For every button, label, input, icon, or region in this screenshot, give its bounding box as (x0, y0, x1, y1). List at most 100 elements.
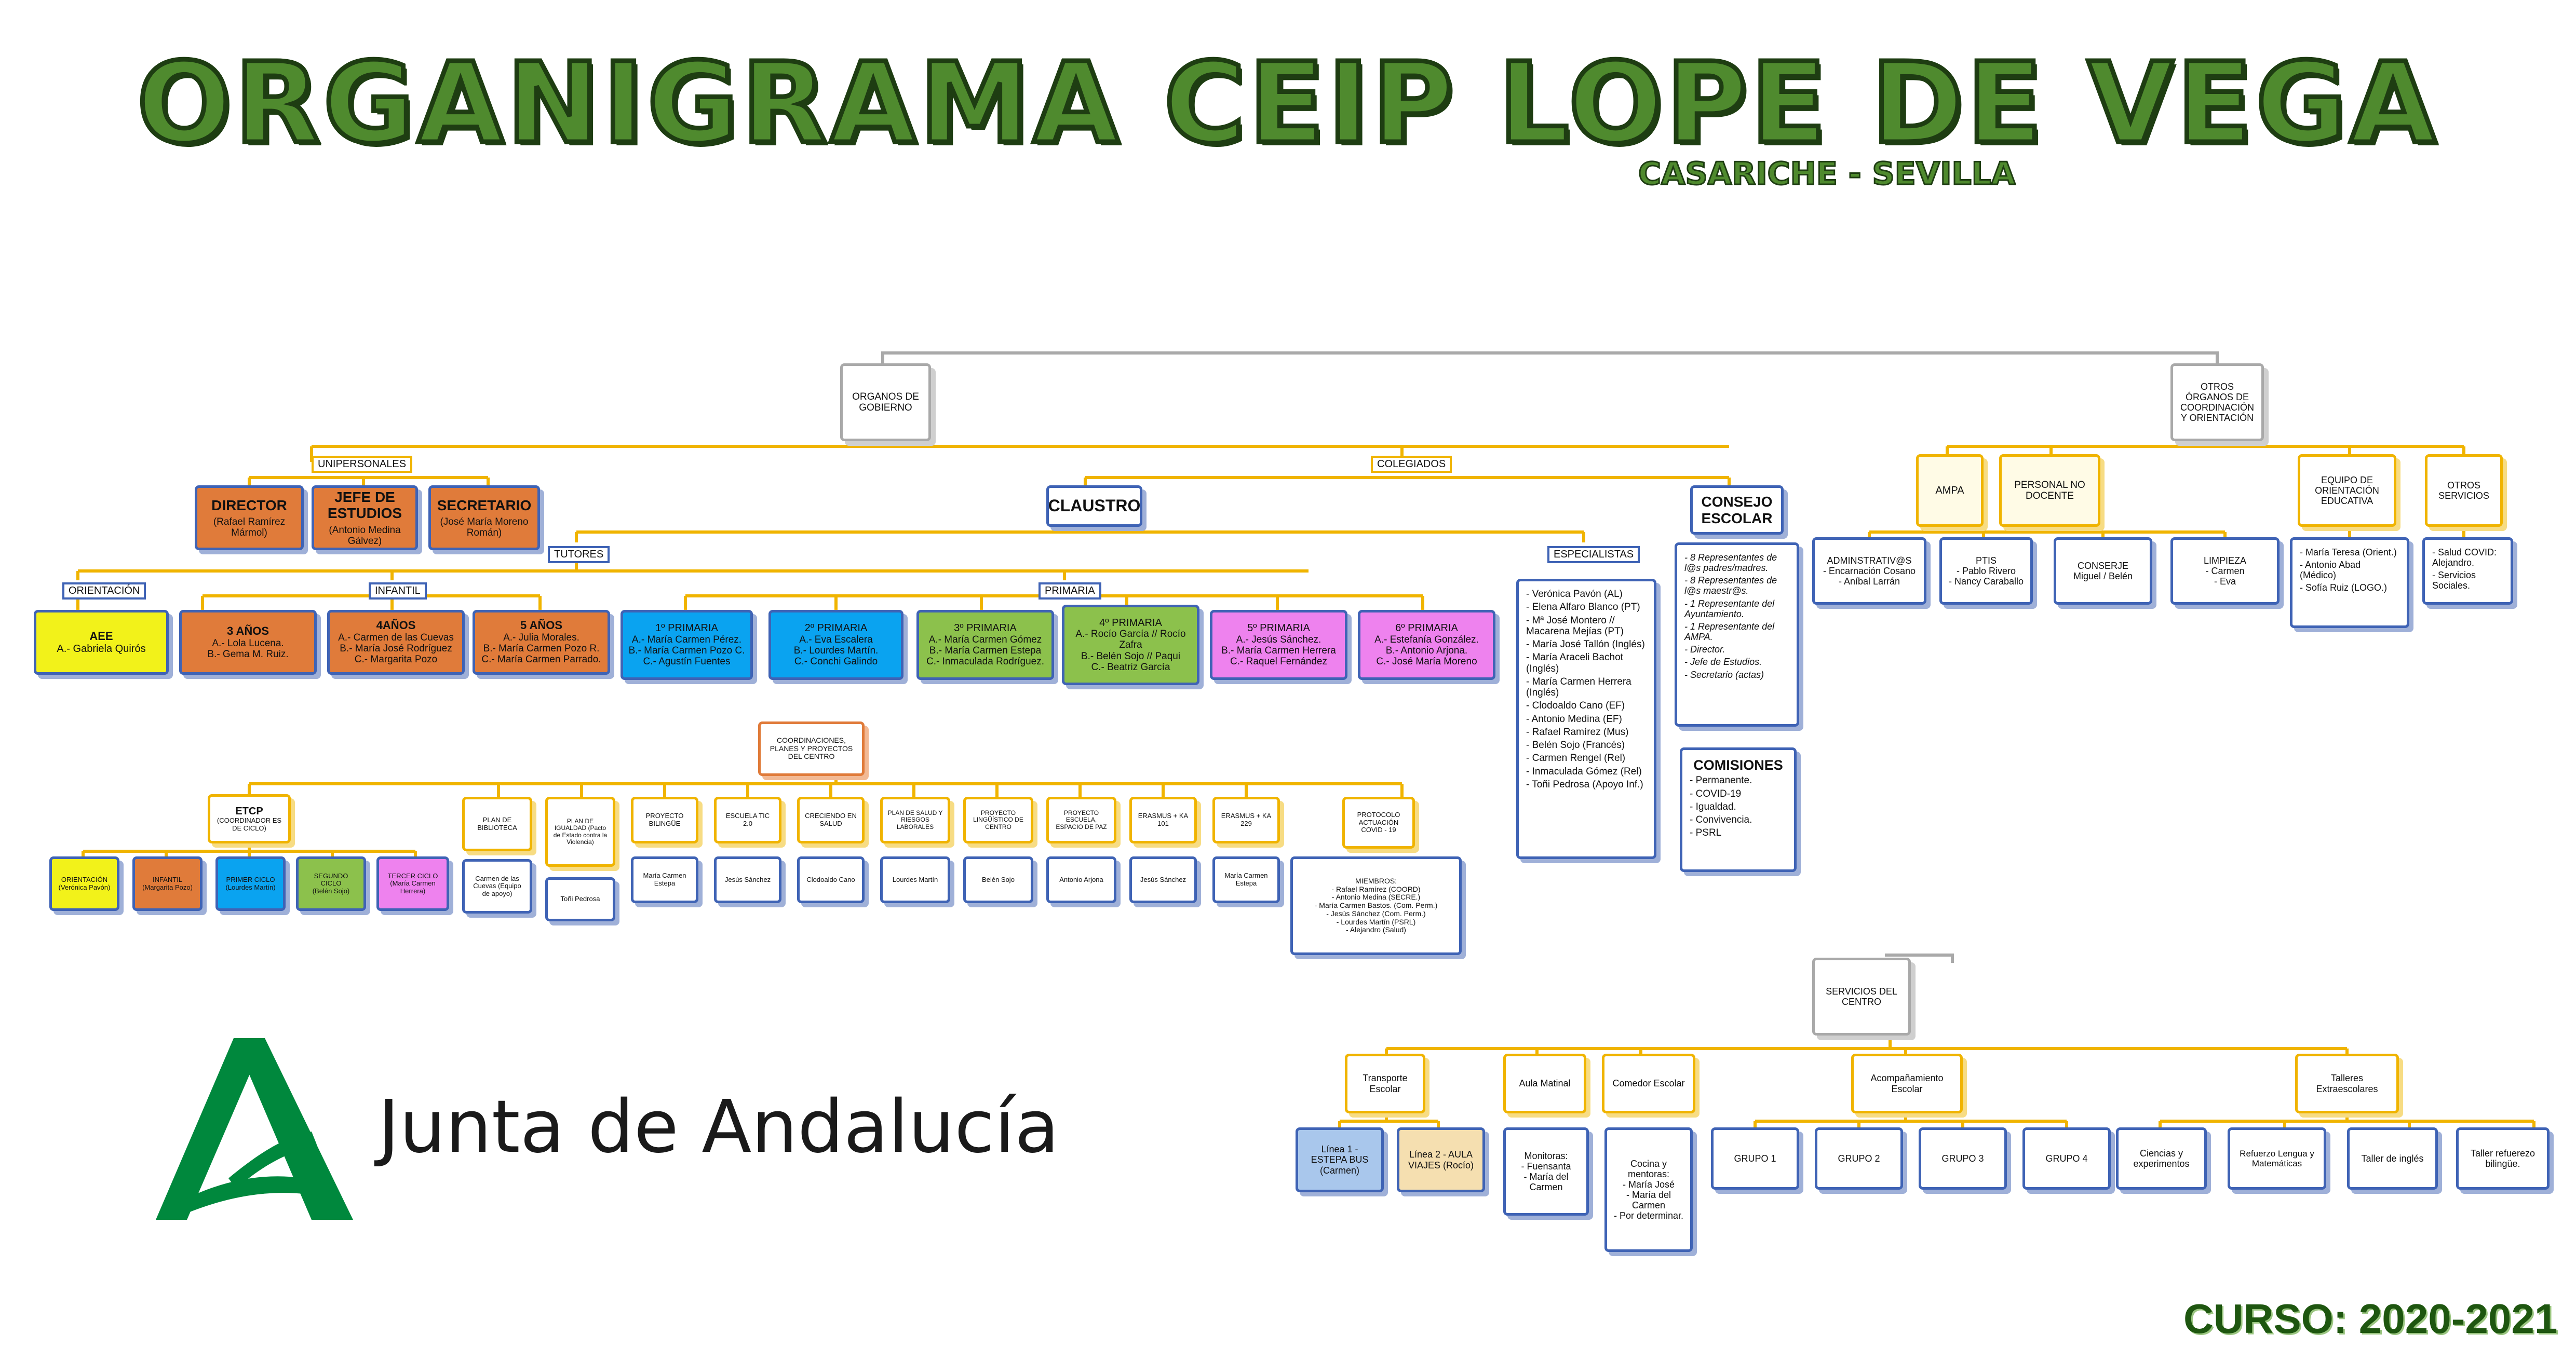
comisiones-item: - Igualdad. (1690, 801, 1736, 812)
ciclo-name: (María Carmen Herrera) (390, 879, 436, 895)
secretario-node: SECRETARIO (José María Moreno Román) (428, 485, 540, 550)
aee-node: AEE A.- Gabriela Quirós (34, 610, 169, 675)
eoe-line: - Antonio Abad (Médico) (2300, 560, 2361, 581)
plan-erasmus-101-node: ERASMUS + KA 101 (1129, 797, 1197, 843)
plan-person: María Carmen Estepa (643, 872, 686, 887)
especialista-item: - Toñi Pedrosa (Apoyo Inf.) (1526, 779, 1643, 790)
acompanamiento-node: Acompañamiento Escolar (1851, 1054, 1963, 1113)
taller-label: Taller refuerezo bilingüe. (2470, 1148, 2535, 1169)
pnd-child-title: LIMPIEZA (2203, 555, 2247, 566)
label-primaria: PRIMARIA (1039, 582, 1101, 600)
especialista-item: - Belén Sojo (Francés) (1526, 740, 1625, 751)
plan-riesgos-person: Lourdes Martín (880, 856, 950, 903)
label-unipersonales: UNIPERSONALES (312, 456, 413, 473)
primaria-title: 1º PRIMARIA (655, 622, 718, 634)
covid-member: - Jesús Sánchez (Com. Perm.) (1326, 909, 1426, 918)
eoe-line: - María Teresa (Orient.) (2300, 547, 2397, 557)
aula-line: Monitoras: (1524, 1150, 1568, 1161)
consejo-escolar-node: CONSEJO ESCOLAR (1690, 485, 1784, 535)
etcp-sub: (COORDINADOR ES DE CICLO) (217, 816, 282, 832)
grupo-2-node: GRUPO 2 (1815, 1127, 1903, 1190)
ciclo-name: (Verónica Pavón) (58, 883, 111, 891)
director-node: DIRECTOR (Rafael Ramírez Mármol) (195, 485, 304, 550)
covid-member: - Antonio Medina (SECRE.) (1331, 893, 1421, 902)
coordinaciones-title: COORDINACIONES, PLANES Y PROYECTOS DEL C… (770, 736, 853, 761)
etcp-node: ETCP (COORDINADOR ES DE CICLO) (208, 794, 291, 843)
consejo-item: - Secretario (actas) (1684, 669, 1764, 680)
primaria-title: 3º PRIMARIA (954, 622, 1017, 634)
aee-title: AEE (89, 629, 113, 643)
aula-line: - María del Carmen (1523, 1172, 1569, 1193)
ciclo-tercer-node: TERCER CICLO (María Carmen Herrera) (376, 856, 449, 911)
primaria-3-node: 3º PRIMARIA A.- María Carmen Gómez B.- M… (916, 610, 1054, 680)
pnd-child-line: - Encarnación Cosano (1823, 565, 1916, 576)
servicios-node: SERVICIOS DEL CENTRO (1812, 958, 1911, 1036)
plan-erasmus-229-person: María Carmen Estepa (1212, 856, 1280, 903)
especialista-item: - Mª José Montero // Macarena Mejías (PT… (1526, 615, 1624, 637)
grupo-1-node: GRUPO 1 (1711, 1127, 1799, 1190)
primaria-1-node: 1º PRIMARIA A.- María Carmen Pérez. B.- … (621, 610, 753, 680)
aula-matinal-node: Aula Matinal (1503, 1054, 1586, 1113)
infantil-5-node: 5 AÑOS A.- Julia Morales. B.- María Carm… (473, 610, 610, 675)
ciclo-infantil-node: INFANTIL (Margarita Pozo) (132, 856, 203, 911)
ciclo-title: PRIMER CICLO (226, 875, 275, 883)
plan-biblioteca-person: Carmen de las Cuevas (Equipo de apoyo) (462, 859, 532, 914)
infantil-line: B.- María Carmen Pozo R. (483, 643, 600, 655)
especialista-item: - Rafael Ramírez (Mus) (1526, 726, 1629, 738)
jefe-estudios-title: JEFE DE ESTUDIOS (327, 488, 402, 522)
junta-de-andalucia-logo-icon (156, 1038, 353, 1220)
pnd-child-line: - Carmen (2205, 565, 2245, 576)
consejo-item: - 8 Representantes de l@s maestr@s. (1684, 575, 1777, 596)
covid-member: - Alejandro (Salud) (1346, 925, 1406, 934)
personal-no-docente-node: PERSONAL NO DOCENTE (1999, 454, 2100, 527)
primaria-line: C.- Inmaculada Rodríguez. (926, 656, 1045, 668)
eoe-label: EQUIPO DE ORIENTACIÓN EDUCATIVA (2315, 474, 2379, 507)
especialista-item: - Elena Alfaro Blanco (PT) (1526, 602, 1640, 613)
plan-tic-person: Jesús Sánchez (714, 856, 781, 903)
primaria-4-node: 4º PRIMARIA A.- Rocío García // Rocío Za… (1062, 605, 1199, 685)
label-infantil: INFANTIL (369, 582, 427, 600)
director-name: (Rafael Ramírez Mármol) (213, 516, 286, 539)
secretario-name: (José María Moreno Román) (440, 516, 529, 539)
comedor-line: - María del Carmen (1626, 1190, 1671, 1211)
pnd-child-line: - Aníbal Larrán (1838, 576, 1900, 587)
plan-paz-person: Antonio Arjona (1046, 856, 1116, 903)
label-tutores: TUTORES (548, 546, 610, 563)
primaria-line: B.- Antonio Arjona. (1385, 645, 1468, 657)
primaria-title: 2º PRIMARIA (804, 622, 868, 634)
ciclo-name: (Lourdes Martín) (225, 883, 276, 891)
acompanamiento-label: Acompañamiento Escolar (1870, 1073, 1944, 1094)
comedor-line: Cocina y mentoras: (1627, 1158, 1670, 1179)
plan-title: PLAN DE SALUD Y RIESGOS LABORALES (887, 809, 943, 830)
plan-linguistico-person: Belén Sojo (963, 856, 1033, 903)
label-orientacion: ORIENTACIÓN (62, 582, 146, 600)
label-colegiados: COLEGIADOS (1371, 456, 1452, 473)
ptis-node: PTIS - Pablo Rivero - Nancy Caraballo (1939, 537, 2033, 605)
comisiones-item: - Convivencia. (1690, 814, 1752, 826)
consejo-item: - Director. (1684, 644, 1725, 655)
consejo-item: - 1 Representante del Ayuntamiento. (1684, 598, 1775, 619)
limpieza-node: LIMPIEZA - Carmen - Eva (2170, 537, 2280, 605)
consejo-escolar-title: CONSEJO ESCOLAR (1701, 494, 1773, 526)
pnd-child-line: - Eva (2214, 576, 2236, 587)
infantil-line: B.- María José Rodríguez (340, 643, 452, 655)
director-title: DIRECTOR (211, 497, 287, 513)
infantil-3-node: 3 AÑOS A.- Lola Lucena. B.- Gema M. Ruiz… (179, 610, 317, 675)
grupo-label: GRUPO 3 (1941, 1153, 1984, 1164)
pnd-child-title: CONSERJE (2077, 560, 2128, 571)
aula-matinal-label: Aula Matinal (1519, 1078, 1571, 1089)
primaria-6-node: 6º PRIMARIA A.- Estefanía González. B.- … (1358, 610, 1495, 680)
comisiones-title: COMISIONES (1693, 757, 1783, 773)
especialista-item: - Carmen Rengel (Rel) (1526, 753, 1626, 764)
ampa-node: AMPA (1916, 454, 1984, 527)
comedor-label: Comedor Escolar (1612, 1078, 1685, 1089)
primaria-line: B.- María Carmen Herrera (1221, 645, 1336, 657)
plan-igualdad-node: PLAN DE IGUALDAD (Pacto de Estado contra… (545, 797, 615, 867)
primaria-line: C.- Raquel Fernández (1230, 656, 1327, 668)
plan-title: ERASMUS + KA 101 (1138, 812, 1189, 827)
primaria-2-node: 2º PRIMARIA A.- Eva Escalera B.- Lourdes… (768, 610, 903, 680)
taller-bilingue-node: Taller refuerezo bilingüe. (2456, 1127, 2550, 1190)
transporte-node: Transporte Escolar (1345, 1054, 1425, 1113)
plan-title: PLAN DE BIBLIOTECA (477, 815, 517, 832)
